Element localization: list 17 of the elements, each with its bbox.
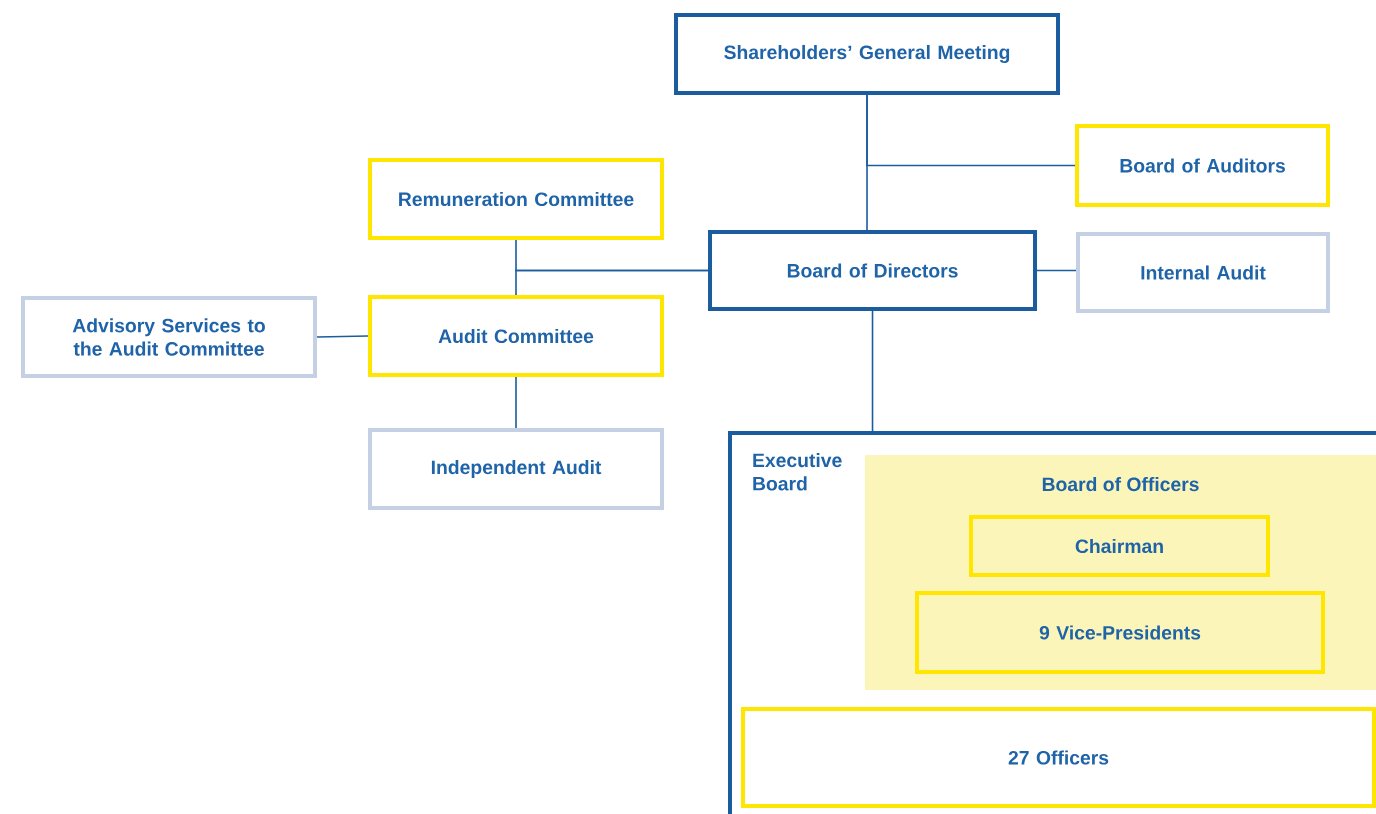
connector [866, 94, 1076, 167]
org-box: Board of Directors [708, 230, 1037, 311]
connector [871, 310, 874, 434]
committee-box: Chairman [969, 515, 1270, 577]
org-box: Shareholders’ General Meeting [674, 13, 1060, 95]
committee-box: Audit Committee [368, 295, 664, 377]
committee-box: 27 Officers [741, 707, 1376, 808]
committee-box: Remuneration Committee [368, 158, 664, 240]
audit-box: Independent Audit [368, 428, 664, 510]
connector [316, 335, 369, 338]
audit-box: Internal Audit [1076, 232, 1330, 313]
committee-box: 9 Vice-Presidents [915, 591, 1325, 674]
connector [1036, 269, 1077, 272]
committee-box: Board of Auditors [1075, 124, 1331, 207]
audit-box: Advisory Services to the Audit Committee [21, 296, 317, 378]
connector [515, 269, 709, 296]
connector [515, 376, 517, 429]
